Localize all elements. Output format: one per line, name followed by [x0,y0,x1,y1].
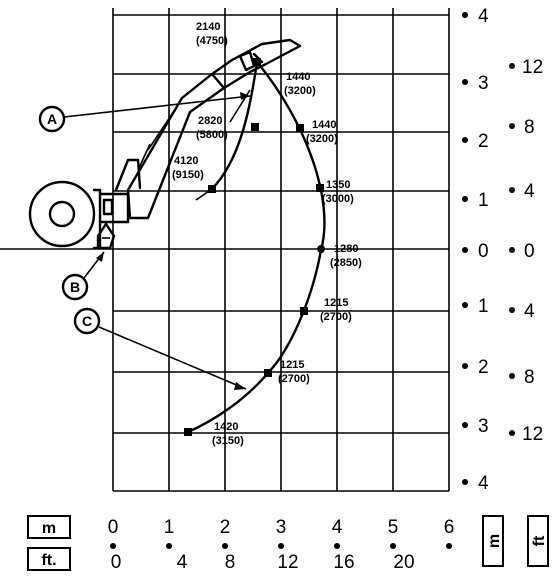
load-p2-kg: 1440 [286,71,310,83]
callout-a: A [38,92,251,133]
svg-text:1: 1 [164,517,175,538]
grid [0,8,450,492]
svg-text:0: 0 [108,517,119,538]
marker-p1 [253,58,261,66]
horizontal-scale-dots [110,543,452,549]
marker-p5 [208,185,216,193]
load-p5-lb: (9150) [172,169,204,181]
excavator-illustration [28,38,302,250]
load-p1-kg: 2140 [196,21,220,33]
svg-text:8: 8 [225,552,236,573]
load-p1-lb: (4750) [196,35,228,47]
load-p3-kg: 2820 [198,115,222,127]
load-p3-lb: (5800) [196,129,228,141]
svg-text:4: 4 [177,552,188,573]
svg-text:4: 4 [478,6,489,27]
load-p9-lb: (2700) [278,373,310,385]
reach-envelope-curve [186,60,326,434]
inner-arc-upper [210,60,259,191]
vertical-scale-ft: 12 8 4 0 4 8 12 [522,57,543,445]
marker-p9 [264,369,272,377]
unit-label-m-vertical: m [486,534,503,548]
marker-p3 [251,123,259,131]
unit-label-m: m [42,520,56,537]
load-p8-lb: (2700) [320,311,352,323]
dipper-arm [210,38,302,90]
svg-text:2: 2 [478,131,489,152]
horizontal-scale-m: m 0 1 2 3 4 5 6 [27,515,455,539]
svg-text:4: 4 [332,517,343,538]
vertical-scale-m: 4 3 2 1 0 1 2 3 4 [478,6,489,494]
unit-label-ft-vertical: ft [531,535,548,546]
callout-b-letter: B [70,279,80,295]
svg-text:0: 0 [111,552,122,573]
marker-p7 [317,245,325,253]
svg-text:4: 4 [524,181,535,202]
svg-text:4: 4 [478,473,489,494]
unit-label-ft: ft. [41,552,56,569]
unit-box-m-vertical [482,515,504,567]
swing-post [114,158,142,192]
svg-text:8: 8 [524,367,535,388]
callout-a-letter: A [47,111,57,127]
svg-text:1: 1 [478,190,489,211]
svg-text:3: 3 [276,517,287,538]
svg-text:4: 4 [524,301,535,322]
load-p7-kg: 1280 [334,243,358,255]
callout-a-leader [63,95,251,118]
load-p9-kg: 1215 [280,359,304,371]
load-p5-kg: 4120 [174,155,198,167]
wheel-outer [28,180,96,248]
svg-text:20: 20 [393,552,414,573]
load-p4-kg: 1440 [312,119,336,131]
load-p2-lb: (3200) [284,85,316,97]
svg-text:2: 2 [478,357,489,378]
svg-text:3: 3 [478,73,489,94]
load-p8-kg: 1215 [324,297,348,309]
marker-p8 [300,307,308,315]
load-p6-lb: (3000) [322,193,354,205]
grid-end-dots [462,12,515,485]
svg-text:12: 12 [277,552,298,573]
callout-c-letter: C [82,313,92,329]
svg-text:3: 3 [478,416,489,437]
callout-b: B [61,251,105,301]
svg-text:8: 8 [524,117,535,138]
load-labels: 2140 (4750) 1440 (3200) 2820 (5800) 1440… [172,21,362,447]
marker-p4 [296,124,304,132]
callout-c: C [73,307,247,390]
vertical-unit-boxes: m ft [482,515,549,567]
load-p10-lb: (3150) [212,435,244,447]
unit-box-ft-vertical [527,515,549,567]
horizontal-scale-ft: ft. 0 4 8 12 16 20 [27,547,415,573]
svg-text:5: 5 [388,517,399,538]
unit-box-ft [27,547,71,571]
unit-box-m [27,515,71,539]
svg-text:12: 12 [522,424,543,445]
main-boom [126,72,226,220]
frame-box [98,192,130,224]
load-p10-kg: 1420 [214,421,238,433]
frame-detail [102,198,114,216]
load-p6-kg: 1350 [326,179,350,191]
svg-text:6: 6 [444,517,455,538]
arm-link [238,50,256,72]
svg-text:12: 12 [522,57,543,78]
load-point-markers [184,58,325,436]
svg-text:0: 0 [478,241,489,262]
marker-p6 [316,184,324,192]
wheel-hub [48,200,76,228]
stabilizer [96,222,116,250]
load-p4-lb: (3200) [306,133,338,145]
svg-text:2: 2 [220,517,231,538]
marker-p10 [184,428,192,436]
svg-text:0: 0 [524,241,535,262]
load-p7-lb: (2850) [330,257,362,269]
callout-c-leader [98,326,247,390]
svg-text:16: 16 [333,552,354,573]
svg-text:1: 1 [478,296,489,317]
